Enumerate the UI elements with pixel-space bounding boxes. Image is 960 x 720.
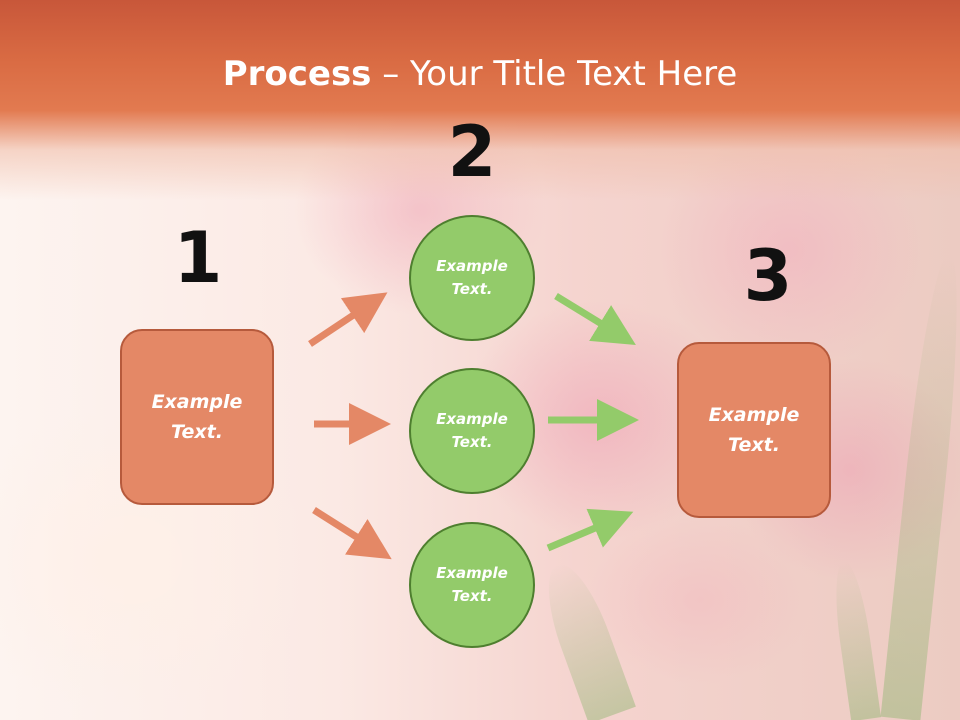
step-number-1: 1	[173, 217, 223, 299]
arrow-green-down	[554, 293, 636, 345]
right-process-box: Example Text.	[677, 342, 831, 518]
right-box-text: Example Text.	[708, 404, 800, 456]
step-number-3: 3	[743, 235, 793, 317]
arrow-orange-up	[308, 292, 388, 347]
arrow-green-up	[546, 508, 634, 552]
slide-title: Process – Your Title Text Here	[0, 52, 960, 96]
circle-middle-text: Example Text.	[436, 410, 508, 451]
arrow-orange-down	[312, 507, 392, 560]
title-bold: Process	[222, 54, 372, 94]
circle-top-text: Example Text.	[436, 257, 508, 298]
circle-top: Example Text.	[409, 215, 535, 341]
circle-bottom: Example Text.	[409, 522, 535, 648]
title-header-band	[0, 0, 960, 200]
circle-middle: Example Text.	[409, 368, 535, 494]
circle-bottom-text: Example Text.	[436, 564, 508, 605]
left-process-box: Example Text.	[120, 329, 274, 505]
title-rest: – Your Title Text Here	[371, 54, 738, 94]
step-number-2: 2	[447, 111, 497, 193]
left-box-text: Example Text.	[151, 391, 243, 443]
